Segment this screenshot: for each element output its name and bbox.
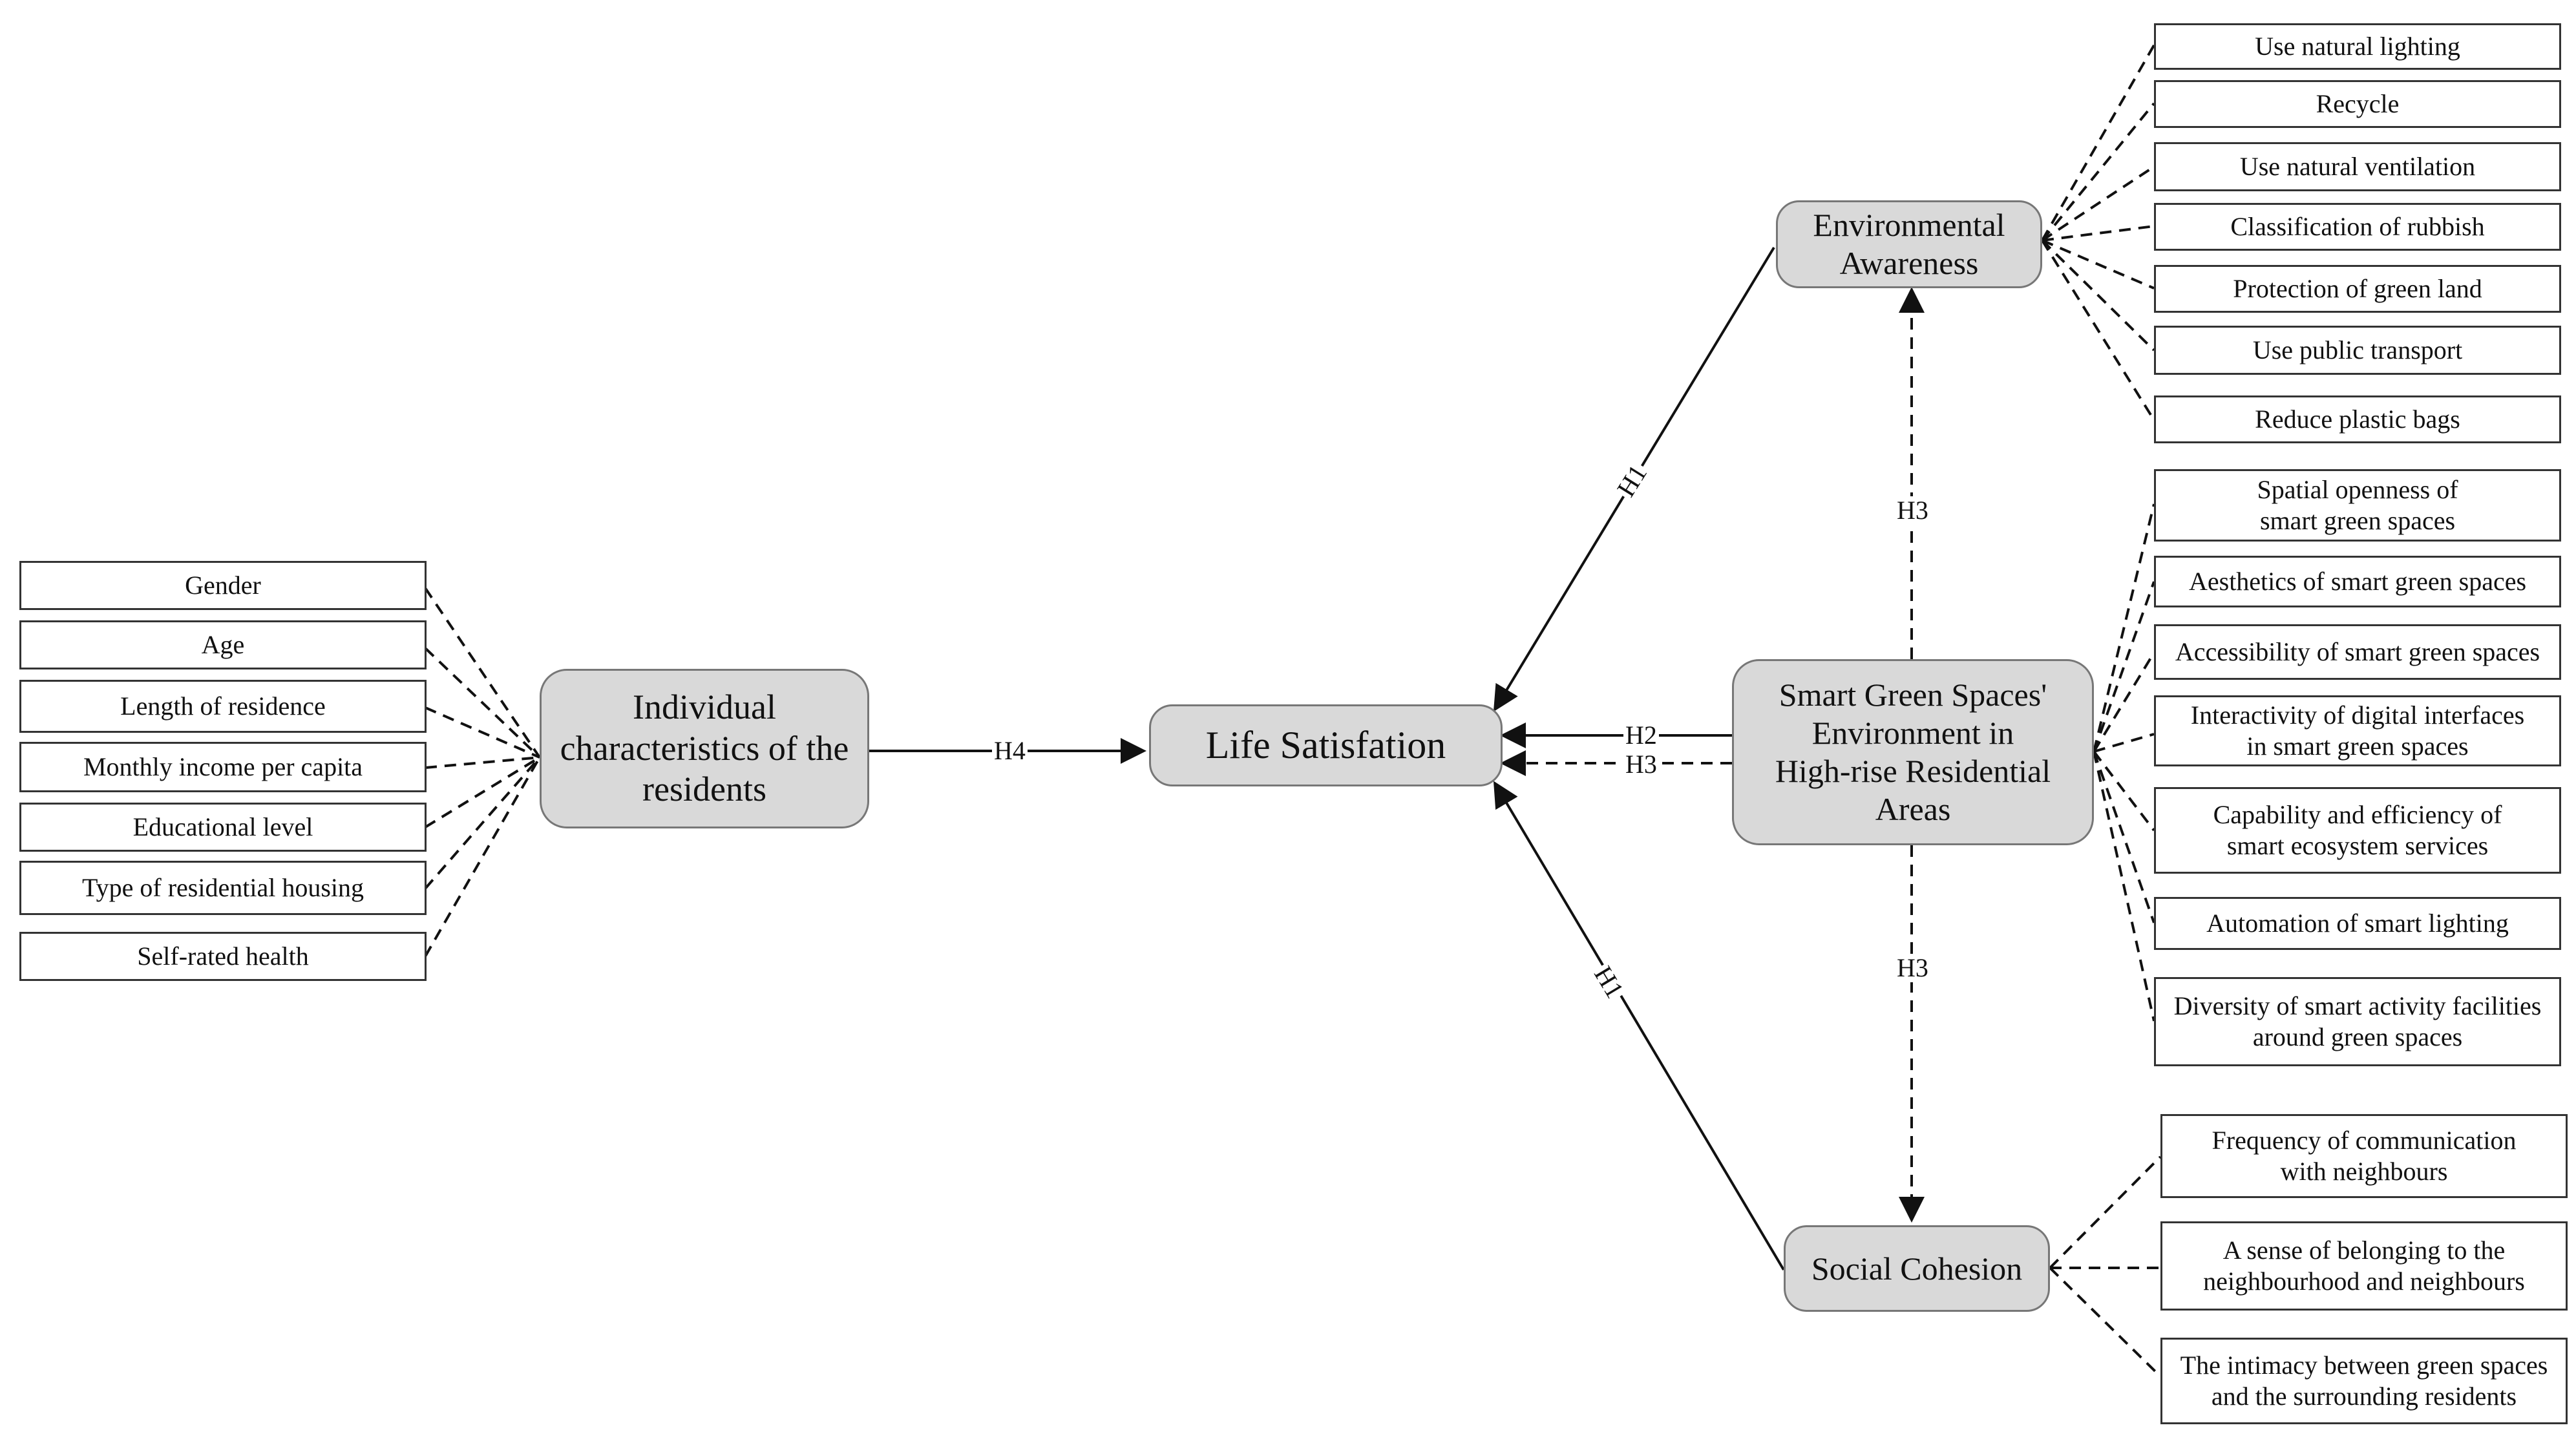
indicator-activity-facilities-line1: Diversity of smart activity facilities bbox=[2173, 991, 2542, 1020]
label-h2: H2 bbox=[1623, 721, 1659, 750]
construct-social-cohesion: Social Cohesion bbox=[1784, 1225, 2050, 1312]
social-indicator-links bbox=[2049, 1155, 2162, 1378]
label-h4: H4 bbox=[992, 737, 1028, 765]
link-educational-level bbox=[424, 756, 541, 828]
indicator-housing-type: Type of residential housing bbox=[19, 861, 427, 915]
indicator-interactivity: Interactivity of digital interfaces in s… bbox=[2154, 695, 2561, 766]
indicator-public-transport: Use public transport bbox=[2154, 326, 2561, 375]
construct-env-line1: Environmental bbox=[1813, 207, 2005, 243]
link-intimacy bbox=[2049, 1267, 2162, 1378]
link-spatial-openness bbox=[2093, 503, 2155, 752]
indicator-activity-facilities-line2: around green spaces bbox=[2252, 1022, 2463, 1051]
construct-life-satisfaction-label: Life Satisfation bbox=[1205, 724, 1446, 767]
indicator-belonging-line2: neighbourhood and neighbours bbox=[2203, 1267, 2525, 1296]
indicator-activity-facilities: Diversity of smart activity facilities a… bbox=[2154, 977, 2561, 1066]
indicator-plastic-bags: Reduce plastic bags bbox=[2154, 395, 2561, 443]
indicator-belonging: A sense of belonging to the neighbourhoo… bbox=[2160, 1221, 2568, 1311]
label-h3-env: H3 bbox=[1895, 496, 1930, 525]
indicator-intimacy: The intimacy between green spaces and th… bbox=[2160, 1338, 2568, 1424]
link-accessibility bbox=[2093, 651, 2155, 753]
link-natural-ventilation bbox=[2041, 165, 2155, 242]
link-self-rated-health bbox=[424, 757, 541, 957]
link-length-of-residence bbox=[425, 706, 540, 759]
construct-smart-line4: Areas bbox=[1875, 791, 1951, 827]
indicator-belonging-line1: A sense of belonging to the bbox=[2222, 1236, 2506, 1265]
indicator-smart-lighting: Automation of smart lighting bbox=[2154, 897, 2561, 950]
indicator-length-of-residence: Length of residence bbox=[19, 680, 427, 733]
indicator-communication-line1: Frequency of communication bbox=[2212, 1126, 2517, 1155]
link-monthly-income bbox=[425, 756, 540, 769]
construct-smart-line3: High-rise Residential bbox=[1775, 753, 2051, 789]
link-plastic-bags bbox=[2041, 239, 2155, 421]
construct-individual-line1: Individual bbox=[633, 687, 776, 726]
link-ecosystem-services bbox=[2093, 750, 2155, 832]
label-h3-direct: H3 bbox=[1623, 750, 1659, 779]
path-h1-social bbox=[1493, 781, 1785, 1271]
construct-env-line2: Awareness bbox=[1839, 245, 1979, 281]
indicator-green-land-protection: Protection of green land bbox=[2154, 265, 2561, 313]
indicator-interactivity-line1: Interactivity of digital interfaces bbox=[2190, 700, 2525, 730]
link-green-land-protection bbox=[2042, 239, 2155, 290]
link-interactivity bbox=[2093, 733, 2155, 753]
construct-individual-characteristics: Individual characteristics of the reside… bbox=[540, 669, 869, 828]
indicator-accessibility: Accessibility of smart green spaces bbox=[2154, 624, 2561, 680]
indicator-communication-line2: with neighbours bbox=[2280, 1157, 2448, 1186]
indicator-age: Age bbox=[19, 620, 427, 669]
smart-indicator-links bbox=[2093, 503, 2155, 1022]
construct-life-satisfaction: Life Satisfation bbox=[1149, 704, 1503, 786]
link-gender bbox=[424, 587, 541, 759]
label-h3-social: H3 bbox=[1895, 954, 1930, 982]
construct-individual-line2: characteristics of the bbox=[560, 728, 849, 768]
construct-social-cohesion-label: Social Cohesion bbox=[1811, 1250, 2023, 1287]
indicator-intimacy-line2: and the surrounding residents bbox=[2211, 1382, 2517, 1411]
link-age bbox=[424, 647, 541, 759]
indicator-rubbish-classification: Classification of rubbish bbox=[2154, 203, 2561, 251]
indicator-natural-ventilation: Use natural ventilation bbox=[2154, 142, 2561, 191]
indicator-ecosystem-services-line1: Capability and efficiency of bbox=[2213, 800, 2502, 829]
link-recycle bbox=[2041, 102, 2155, 242]
indicator-ecosystem-services-line2: smart ecosystem services bbox=[2226, 831, 2489, 860]
indicator-interactivity-line2: in smart green spaces bbox=[2246, 732, 2469, 761]
indicator-educational-level: Educational level bbox=[19, 803, 427, 852]
link-public-transport bbox=[2041, 239, 2155, 352]
indicator-self-rated-health: Self-rated health bbox=[19, 932, 427, 981]
indicator-monthly-income: Monthly income per capita bbox=[19, 742, 427, 792]
environmental-indicator-links bbox=[2041, 45, 2155, 421]
indicator-recycle: Recycle bbox=[2154, 80, 2561, 128]
link-activity-facilities bbox=[2093, 751, 2155, 1022]
link-housing-type bbox=[424, 756, 541, 890]
indicator-natural-lighting: Use natural lighting bbox=[2154, 23, 2561, 70]
construct-smart-line1: Smart Green Spaces' bbox=[1779, 677, 2047, 713]
link-natural-lighting bbox=[2041, 45, 2155, 241]
indicator-intimacy-line1: The intimacy between green spaces bbox=[2180, 1351, 2548, 1380]
link-communication bbox=[2049, 1155, 2162, 1269]
construct-environmental-awareness: Environmental Awareness bbox=[1776, 200, 2042, 288]
indicator-spatial-openness: Spatial openness of smart green spaces bbox=[2154, 469, 2561, 542]
indicator-aesthetics: Aesthetics of smart green spaces bbox=[2154, 556, 2561, 607]
construct-smart-green-spaces: Smart Green Spaces' Environment in High-… bbox=[1732, 659, 2094, 845]
indicator-ecosystem-services: Capability and efficiency of smart ecosy… bbox=[2154, 787, 2561, 874]
construct-smart-line2: Environment in bbox=[1811, 715, 2014, 751]
individual-indicator-links bbox=[424, 587, 541, 957]
indicator-gender: Gender bbox=[19, 561, 427, 610]
indicator-spatial-openness-line2: smart green spaces bbox=[2259, 506, 2456, 535]
construct-individual-line3: residents bbox=[642, 770, 766, 809]
indicator-communication: Frequency of communication with neighbou… bbox=[2160, 1114, 2568, 1198]
link-aesthetics bbox=[2093, 581, 2155, 752]
link-smart-lighting bbox=[2093, 751, 2155, 923]
indicator-spatial-openness-line1: Spatial openness of bbox=[2257, 475, 2458, 504]
